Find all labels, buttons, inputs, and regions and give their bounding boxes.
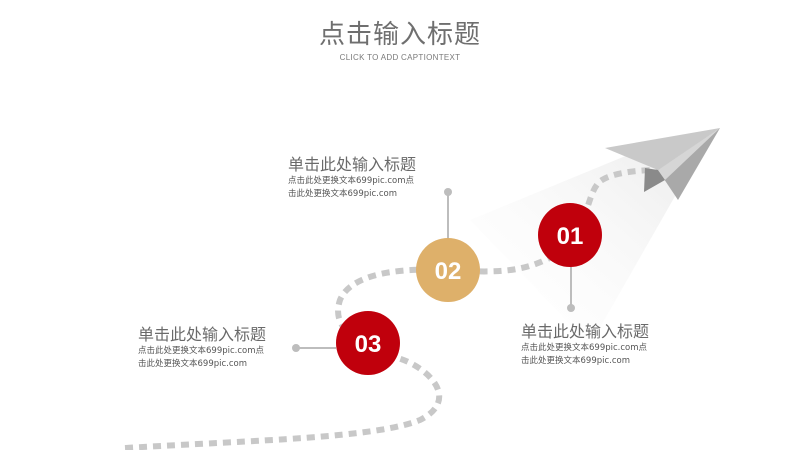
step-number-03: 03 [355, 331, 382, 358]
step-number-01: 01 [557, 223, 584, 250]
step-body-03-line2: 击此处更换文本699pic.com [138, 359, 248, 369]
step-body-01-line2: 击此处更换文本699pic.com [521, 356, 631, 366]
step-heading-02: 单击此处输入标题 [288, 155, 417, 174]
connector-02-dot [444, 188, 452, 196]
page-title: 点击输入标题 [318, 20, 481, 50]
step-body-02-line2: 击此处更换文本699pic.com [288, 189, 398, 199]
step-badge-01: 01 [538, 203, 602, 267]
step-text-03: 单击此处输入标题 点击此处更换文本699pic.com点 击此处更换文本699p… [138, 325, 266, 371]
step-body-01-line1: 点击此处更换文本699pic.com点 [521, 343, 648, 353]
step-number-02: 02 [435, 258, 462, 285]
step-text-01: 单击此处输入标题 点击此处更换文本699pic.com点 击此处更换文本699p… [521, 322, 649, 368]
step-body-02-line1: 点击此处更换文本699pic.com点 [288, 176, 415, 186]
step-heading-01: 单击此处输入标题 [521, 322, 650, 341]
page-subtitle: CLICK TO ADD CAPTIONTEXT [339, 53, 461, 62]
step-text-02: 单击此处输入标题 点击此处更换文本699pic.com点 击此处更换文本699p… [288, 155, 416, 201]
step-body-03-line1: 点击此处更换文本699pic.com点 [138, 346, 265, 356]
step-badge-03: 03 [336, 311, 400, 375]
step-badge-02: 02 [416, 238, 480, 302]
connector-03-dot [292, 344, 300, 352]
connector-01-dot [567, 304, 575, 312]
step-heading-03: 单击此处输入标题 [138, 325, 267, 344]
dashed-path [124, 167, 661, 450]
paper-plane-icon [605, 128, 720, 200]
